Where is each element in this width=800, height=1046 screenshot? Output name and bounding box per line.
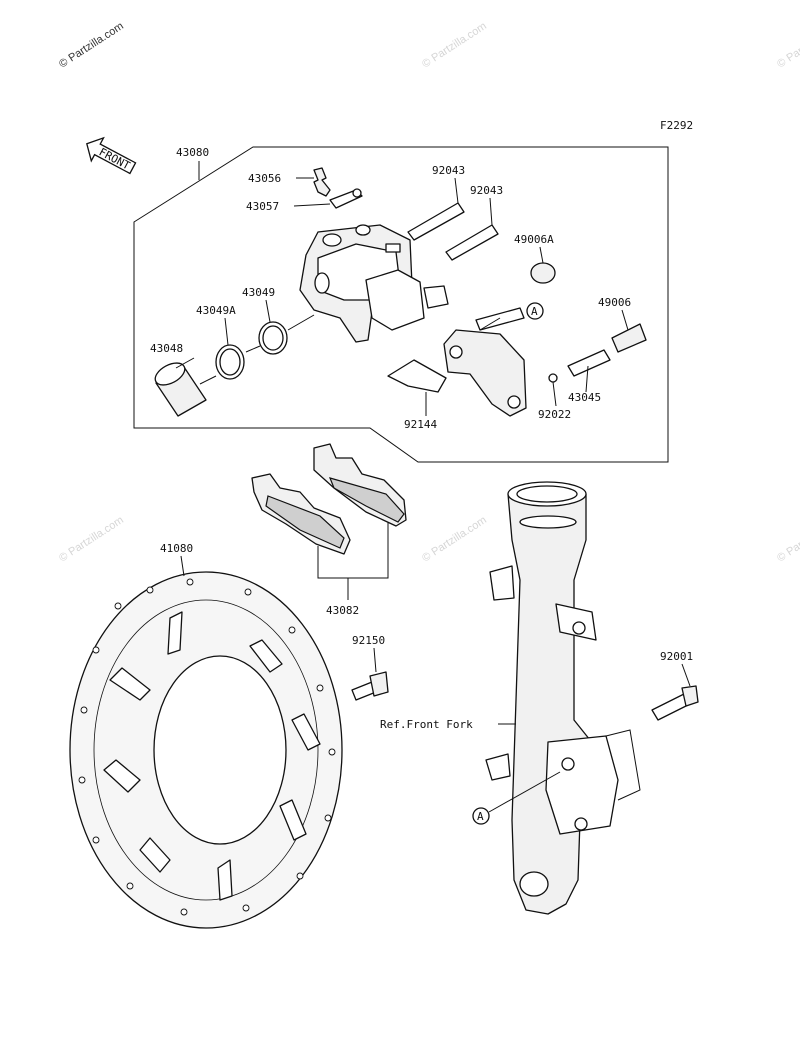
- callout-92022: 92022: [538, 408, 571, 421]
- callout-41080: 41080: [160, 542, 193, 555]
- marker-a-lower-label: A: [477, 810, 484, 823]
- watermark-main: © Partzilla.com: [57, 20, 126, 70]
- slide-pin-upper: [407, 177, 465, 241]
- pad-spring: [387, 359, 447, 416]
- watermark-faint: © Partzilla.com: [57, 514, 126, 564]
- callout-43049: 43049: [242, 286, 275, 299]
- ref-front-fork-label: Ref.Front Fork: [380, 718, 473, 731]
- brake-pad-right: [313, 443, 407, 527]
- watermark-faint: © Partzilla.com: [420, 20, 489, 70]
- callout-43080: 43080: [176, 146, 209, 159]
- clip-92022: [548, 373, 558, 383]
- figure-code: F2292: [660, 119, 693, 132]
- fork-bolt: [605, 663, 699, 801]
- disc-bolt: [351, 647, 389, 701]
- slide-pin-lower: [445, 197, 499, 261]
- marker-a-upper: [526, 302, 544, 320]
- watermark-faint: © Partzilla.com: [775, 20, 800, 70]
- front-fork: [485, 481, 619, 915]
- callout-92043-upper: 92043: [432, 164, 465, 177]
- front-label: FRONT: [97, 145, 133, 172]
- brake-pad-left: [251, 473, 351, 555]
- piston-43048: [154, 357, 207, 417]
- boot-49006a: [530, 246, 556, 284]
- marker-a-upper-label: A: [531, 305, 538, 318]
- callout-92150: 92150: [352, 634, 385, 647]
- sleeve-43045: [567, 349, 611, 393]
- front-arrow-icon: FRONT: [86, 136, 137, 175]
- leader-piston: [199, 375, 217, 385]
- leader-41080: [180, 555, 185, 577]
- brake-disc: [69, 571, 343, 929]
- seal-43049: [258, 299, 288, 355]
- bleeder-valve: [296, 167, 331, 197]
- callout-92144: 92144: [404, 418, 437, 431]
- marker-a-lower: [472, 807, 490, 825]
- callout-43045: 43045: [568, 391, 601, 404]
- leader-43082: [317, 522, 389, 579]
- watermark-faint: © Partzilla.com: [775, 514, 800, 564]
- callout-43082: 43082: [326, 604, 359, 617]
- caliper-assembly-frame: [133, 146, 669, 463]
- callout-49006: 49006: [598, 296, 631, 309]
- callout-43057: 43057: [246, 200, 279, 213]
- leader-seal: [245, 345, 261, 353]
- leader-caliper: [287, 314, 315, 331]
- callout-92043-lower: 92043: [470, 184, 503, 197]
- caliper-bracket: [443, 307, 527, 417]
- caliper-body: [299, 224, 449, 343]
- boot-49006: [611, 309, 647, 353]
- callout-43056: 43056: [248, 172, 281, 185]
- callout-49006a: 49006A: [514, 233, 554, 246]
- seal-43049a: [215, 317, 245, 380]
- callout-43049a: 43049A: [196, 304, 236, 317]
- bleeder-cap: [293, 188, 363, 209]
- watermark-faint: © Partzilla.com: [420, 514, 489, 564]
- callout-43048: 43048: [150, 342, 183, 355]
- callout-92001: 92001: [660, 650, 693, 663]
